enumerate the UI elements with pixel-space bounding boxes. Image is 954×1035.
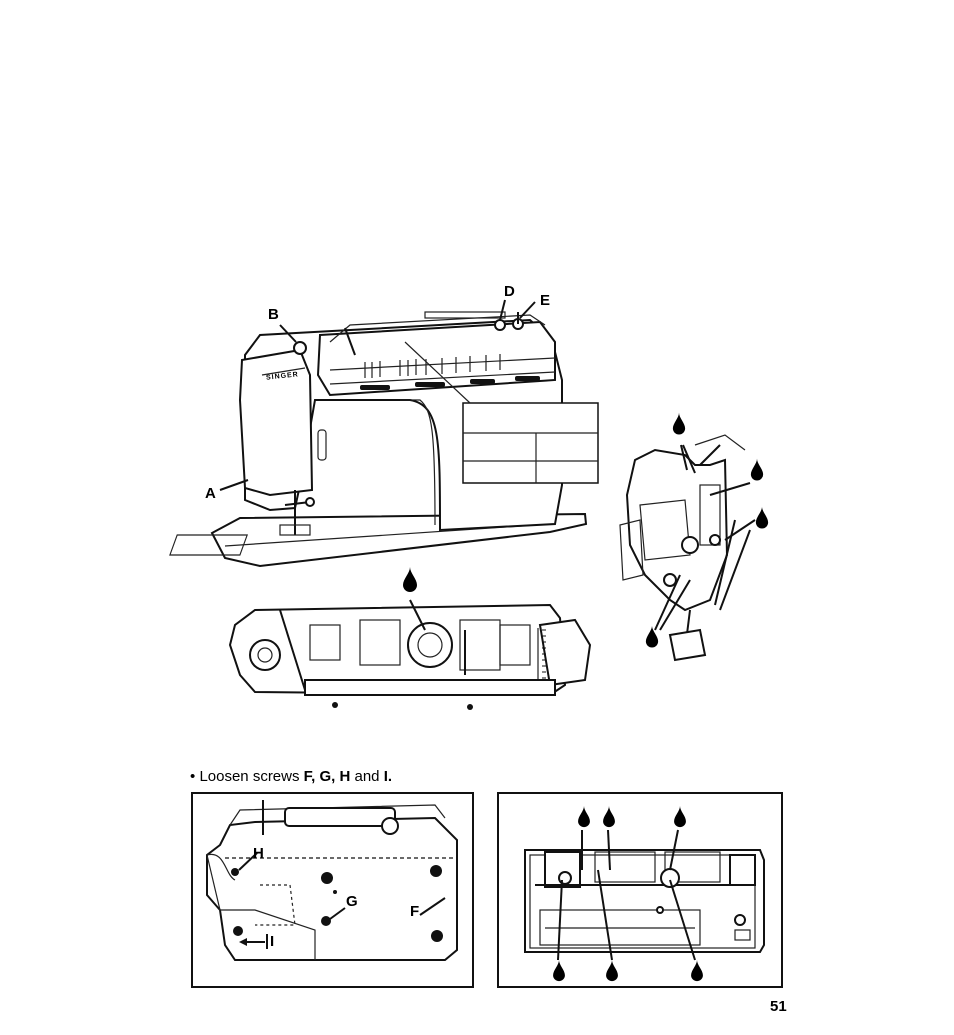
machine-front-illustration <box>200 280 600 580</box>
label-f: F <box>410 903 419 920</box>
label-g: G <box>346 893 358 910</box>
oil-drop-icon <box>645 625 659 649</box>
label-h: H <box>253 845 264 862</box>
oil-drop-icon <box>690 960 704 982</box>
instruction-last: I. <box>384 768 392 785</box>
arm-mechanism-illustration <box>220 600 600 715</box>
bullet: • <box>190 768 195 785</box>
label-b: B <box>268 306 279 323</box>
head-mechanism-illustration <box>615 405 775 670</box>
oil-drop-icon <box>602 806 616 828</box>
instruction-screws: F, G, H <box>304 768 351 785</box>
oil-drop-icon <box>402 567 418 593</box>
oil-drop-icon <box>672 412 686 436</box>
oil-drop-icon <box>605 960 619 982</box>
oil-drop-icon <box>552 960 566 982</box>
oil-drop-icon <box>577 806 591 828</box>
machine-underside-illustration <box>195 800 470 985</box>
instruction-prefix: Loosen screws <box>199 768 303 785</box>
oil-drop-icon <box>673 806 687 828</box>
oil-drop-icon <box>755 506 769 530</box>
page-number: 51 <box>770 998 787 1015</box>
label-a: A <box>205 485 216 502</box>
instruction-text: • Loosen screws F, G, H and I. <box>190 768 392 785</box>
label-i: I <box>270 933 274 950</box>
label-e: E <box>540 292 550 309</box>
instruction-and: and <box>350 768 383 785</box>
bed-mechanism-illustration <box>520 840 765 960</box>
oil-drop-icon <box>750 458 764 482</box>
label-d: D <box>504 283 515 300</box>
